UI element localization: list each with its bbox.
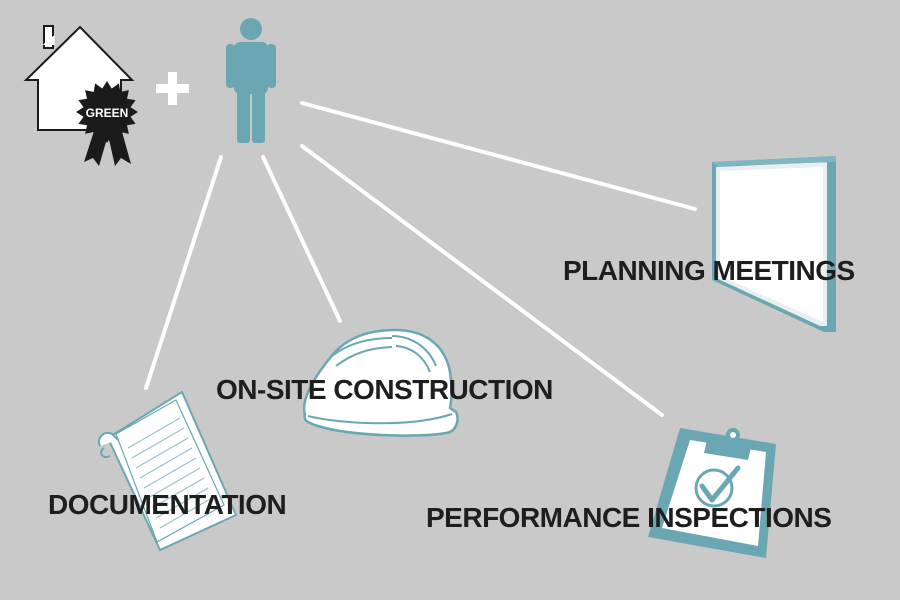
plus-icon (156, 72, 189, 105)
person-icon (226, 18, 276, 143)
connector-planning (300, 101, 697, 211)
document-scroll-icon (98, 390, 238, 552)
connector-documentation (144, 155, 223, 390)
on-site-construction-label: ON-SITE CONSTRUCTION (216, 374, 553, 405)
monitor-icon (712, 156, 836, 332)
clipboard-icon (648, 428, 776, 558)
performance-inspections-label: PERFORMANCE INSPECTIONS (426, 502, 832, 533)
connector-lines (144, 101, 697, 417)
badge-text: GREEN (86, 106, 129, 120)
connector-inspections (300, 144, 664, 417)
connector-construction (261, 155, 342, 323)
planning-meetings-label: PLANNING MEETINGS (563, 255, 855, 286)
ribbon-badge-icon: GREEN (76, 81, 138, 166)
hard-hat-icon (302, 328, 459, 437)
documentation-label: DOCUMENTATION (48, 489, 287, 520)
